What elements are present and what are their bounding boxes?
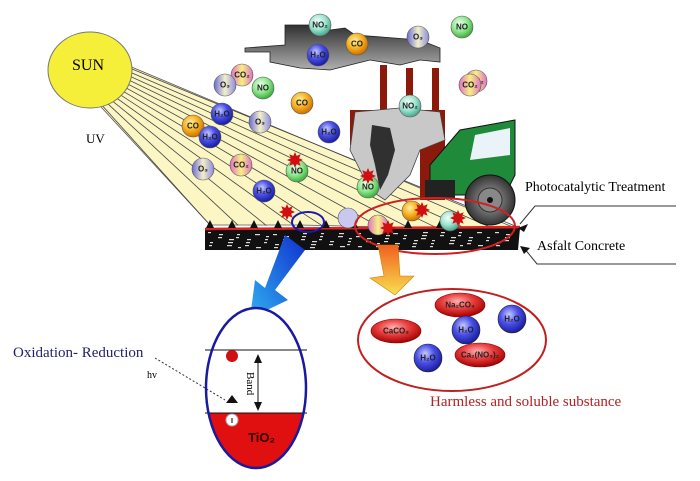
photocatalytic-treatment-label: Photocatalytic Treatment — [525, 180, 666, 195]
reaction-bursts — [279, 152, 466, 236]
reaction-burst — [287, 152, 303, 168]
ray-arrowhead — [228, 220, 236, 228]
orange-arrow — [369, 244, 415, 296]
svg-text:O₃: O₃ — [220, 81, 230, 90]
svg-text:CO: CO — [351, 40, 363, 49]
molecule-o3: O₃ — [191, 157, 215, 181]
molecule-h2o: H₂O — [252, 179, 276, 203]
blue-arrow — [250, 235, 305, 318]
reaction-burst — [360, 168, 376, 184]
product-h2o: H₂O — [497, 304, 527, 334]
reaction-burst — [414, 202, 430, 218]
photocatalytic-coating-line — [204, 225, 521, 231]
svg-text:H₂O: H₂O — [420, 354, 436, 363]
asfalt-concrete-label: Asfalt Concrete — [537, 239, 626, 254]
svg-text:CO: CO — [187, 122, 199, 131]
molecule-h2o: H₂O — [306, 43, 330, 67]
reaction-burst — [279, 204, 295, 220]
product-salt: Na₂CO₃ — [434, 292, 486, 318]
product-salt: CaCO₃ — [370, 318, 422, 344]
svg-text:CO₂: CO₂ — [233, 161, 249, 170]
ray-arrowhead — [296, 220, 304, 228]
sun — [47, 31, 133, 109]
svg-text:H₂O: H₂O — [214, 110, 230, 119]
molecule-co2: CO₂ — [458, 73, 482, 97]
harmless-substance-label: Harmless and soluble substance — [430, 394, 622, 410]
hv-dotted-line — [154, 357, 226, 401]
molecule-no2: NO₂ — [308, 13, 332, 37]
zoom-region-marker — [291, 211, 325, 233]
svg-text:CaCO₃: CaCO₃ — [383, 327, 409, 336]
molecule-no: NO — [251, 76, 275, 100]
ray-arrowhead — [322, 220, 330, 228]
molecule-h2o: H₂O — [317, 120, 341, 144]
molecule-h2o: H₂O — [210, 102, 234, 126]
reaction-burst — [380, 220, 396, 236]
svg-text:CO: CO — [296, 99, 308, 108]
molecule-co: CO — [181, 114, 205, 138]
svg-text:NO: NO — [291, 167, 303, 176]
molecule-co2: CO₂ — [229, 153, 253, 177]
band-gap-label: Band — [244, 372, 256, 396]
molecule-no: NO — [450, 15, 474, 39]
svg-text:Na₂CO₃: Na₂CO₃ — [445, 301, 475, 310]
svg-text:O₃: O₃ — [255, 118, 265, 127]
svg-text:NO: NO — [456, 23, 468, 32]
ray-arrowhead — [274, 220, 282, 228]
hv-label: hv — [147, 370, 157, 381]
truck — [425, 119, 516, 226]
svg-text:O₃: O₃ — [413, 33, 423, 42]
svg-text:CO₂: CO₂ — [234, 71, 250, 80]
molecule-co: CO — [345, 32, 369, 56]
ray-arrowhead — [206, 220, 214, 228]
tio2-label: TiO₂ — [248, 430, 276, 445]
product-salt: Ca₂(NO₃)₂ — [454, 342, 506, 368]
svg-text:NO₂: NO₂ — [402, 102, 418, 111]
svg-text:H₂O: H₂O — [321, 128, 337, 137]
molecule-o3: O₃ — [406, 25, 430, 49]
ray-arrowhead — [404, 220, 412, 228]
svg-text:Ca₂(NO₃)₂: Ca₂(NO₃)₂ — [461, 351, 500, 360]
molecule-co2: CO₂ — [230, 63, 254, 87]
molecule-h2o: H₂O — [198, 125, 222, 149]
uv-label: UV — [86, 131, 105, 146]
product-h2o: H₂O — [451, 315, 481, 345]
ray-arrowhead — [250, 220, 258, 228]
svg-text:H₂O: H₂O — [458, 326, 474, 335]
svg-text:H₂O: H₂O — [310, 51, 326, 60]
reaction-zone-marker — [354, 197, 516, 255]
svg-text:H₂O: H₂O — [504, 315, 520, 324]
svg-text:NO₂: NO₂ — [312, 21, 328, 30]
molecule-no2: NO₂ — [398, 94, 422, 118]
svg-text:H₂O: H₂O — [256, 187, 272, 196]
exhaust-smoke — [349, 107, 446, 201]
leader-lines — [519, 205, 676, 265]
excitation-arrowhead — [226, 395, 238, 403]
reaction-burst — [450, 210, 466, 226]
molecule-o3: O₃ — [213, 73, 237, 97]
svg-text:NO: NO — [362, 183, 374, 192]
svg-text:H₂O: H₂O — [202, 133, 218, 142]
molecule-o3: O₃ — [248, 110, 272, 134]
svg-text:O₃: O₃ — [198, 165, 208, 174]
product-h2o: H₂O — [413, 343, 443, 373]
svg-text:NO: NO — [257, 84, 269, 93]
tio2-particle — [154, 306, 308, 470]
oxidation-reduction-label: Oxidation- Reduction — [13, 345, 144, 361]
electron-dot — [226, 350, 238, 362]
sun-label: SUN — [72, 57, 105, 74]
svg-text:CO₂: CO₂ — [462, 81, 478, 90]
molecule-co: CO — [290, 91, 314, 115]
product-molecules: Na₂CO₃ H₂O CaCO₃ H₂O Ca₂(NO₃)₂ H₂O — [370, 292, 527, 373]
